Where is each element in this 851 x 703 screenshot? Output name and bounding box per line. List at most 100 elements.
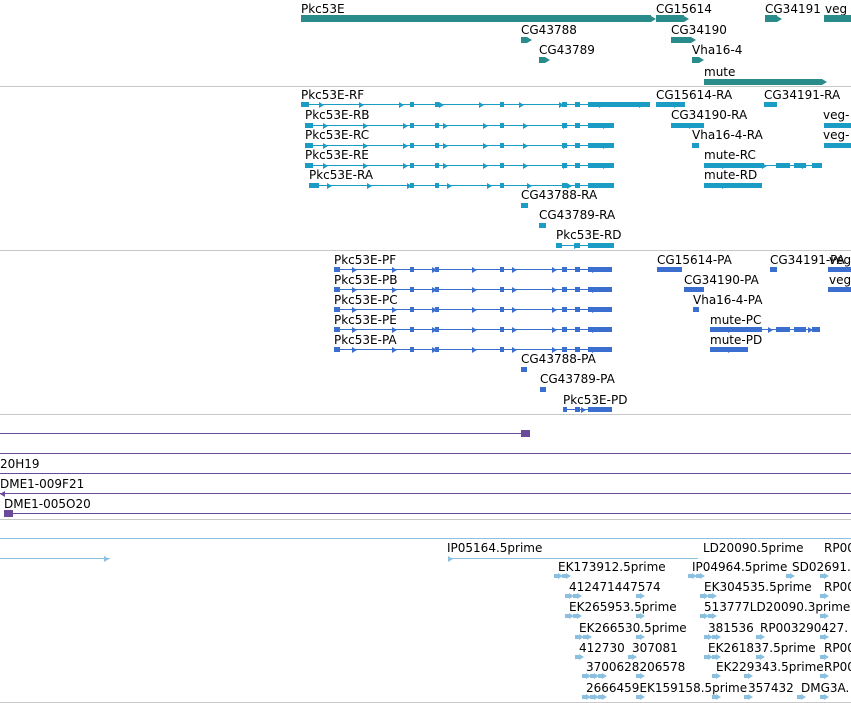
transcript-exon[interactable] xyxy=(435,102,439,107)
est-label[interactable]: RP003290427. xyxy=(760,621,849,635)
transcript-exon[interactable] xyxy=(588,102,604,107)
transcript-exon[interactable] xyxy=(588,163,614,168)
protein-exon[interactable] xyxy=(334,307,340,312)
protein-exon[interactable] xyxy=(588,407,612,412)
est-mark[interactable] xyxy=(786,574,790,578)
est-mark[interactable] xyxy=(575,635,579,639)
est-mark[interactable] xyxy=(562,574,566,578)
est-label[interactable]: IP04964.5prime xyxy=(692,560,788,574)
protein-exon[interactable] xyxy=(828,287,851,292)
est-mark[interactable] xyxy=(636,635,640,639)
transcript-exon[interactable] xyxy=(704,163,764,168)
protein-exon[interactable] xyxy=(776,327,790,332)
transcript-exon[interactable] xyxy=(656,102,685,107)
transcript-exon[interactable] xyxy=(500,123,504,128)
gene-label[interactable]: CG43789 xyxy=(539,43,595,57)
est-mark[interactable] xyxy=(820,614,824,618)
transcript-label[interactable]: mute-RD xyxy=(704,168,758,182)
transcript-exon[interactable] xyxy=(305,123,313,128)
gene-label[interactable]: CG34191 xyxy=(765,2,821,16)
transcript-exon[interactable] xyxy=(500,102,504,107)
gene-bar[interactable] xyxy=(692,57,699,63)
protein-label[interactable]: Pkc53E-PC xyxy=(334,293,398,307)
protein-exon[interactable] xyxy=(500,347,504,352)
gene-label[interactable]: veg xyxy=(825,2,848,16)
gene-label[interactable]: mute xyxy=(704,65,736,79)
gene-label[interactable]: Vha16-4 xyxy=(692,43,743,57)
transcript-label[interactable]: Pkc53E-RF xyxy=(301,88,365,102)
clone-label[interactable]: DME1-009F21 xyxy=(0,477,85,491)
transcript-exon[interactable] xyxy=(500,183,504,188)
transcript-exon[interactable] xyxy=(794,163,806,168)
est-label[interactable]: 513777LD20090.3prime xyxy=(704,600,851,614)
est-mark[interactable] xyxy=(820,674,824,678)
protein-label[interactable]: Vha16-4-PA xyxy=(693,293,763,307)
protein-label[interactable]: Pkc53E-PD xyxy=(563,393,628,407)
transcript-exon[interactable] xyxy=(692,143,699,148)
transcript-exon[interactable] xyxy=(521,203,528,208)
protein-exon[interactable] xyxy=(588,267,612,272)
est-mark[interactable] xyxy=(700,594,704,598)
est-label[interactable]: EK304535.5prime xyxy=(704,580,812,594)
transcript-exon[interactable] xyxy=(410,102,414,107)
protein-exon[interactable] xyxy=(500,287,504,292)
est-mark[interactable] xyxy=(575,655,579,659)
est-mark[interactable] xyxy=(708,594,712,598)
protein-exon[interactable] xyxy=(575,307,580,312)
est-label[interactable]: EK265953.5prime xyxy=(569,600,677,614)
est-label[interactable]: EK229343.5prime xyxy=(716,660,824,674)
gene-bar[interactable] xyxy=(824,15,851,22)
transcript-exon[interactable] xyxy=(556,243,562,248)
clone-label[interactable]: 20H19 xyxy=(0,457,40,471)
protein-exon[interactable] xyxy=(575,327,580,332)
est-mark[interactable] xyxy=(712,674,716,678)
protein-exon[interactable] xyxy=(575,407,580,412)
clone-line[interactable] xyxy=(0,433,530,434)
est-mark[interactable] xyxy=(820,695,824,699)
transcript-exon[interactable] xyxy=(562,183,567,188)
transcript-exon[interactable] xyxy=(500,163,504,168)
est-label[interactable]: IP05164.5prime xyxy=(447,541,543,555)
protein-exon[interactable] xyxy=(575,287,580,292)
transcript-label[interactable]: Pkc53E-RB xyxy=(305,108,370,122)
est-mark[interactable] xyxy=(756,635,760,639)
est-mark[interactable] xyxy=(598,695,602,699)
transcript-exon[interactable] xyxy=(575,163,580,168)
protein-exon[interactable] xyxy=(588,347,612,352)
protein-exon[interactable] xyxy=(435,267,439,272)
transcript-exon[interactable] xyxy=(435,123,439,128)
est-mark[interactable] xyxy=(636,614,640,618)
transcript-label[interactable]: Pkc53E-RA xyxy=(309,168,374,182)
est-mark[interactable] xyxy=(628,655,632,659)
gene-bar[interactable] xyxy=(539,57,545,63)
protein-exon[interactable] xyxy=(334,287,340,292)
protein-exon[interactable] xyxy=(435,307,439,312)
protein-exon[interactable] xyxy=(588,307,612,312)
protein-exon[interactable] xyxy=(710,327,762,332)
protein-label[interactable]: Pkc53E-PB xyxy=(334,273,398,287)
protein-exon[interactable] xyxy=(812,327,820,332)
protein-exon[interactable] xyxy=(410,307,414,312)
transcript-exon[interactable] xyxy=(410,143,414,148)
protein-exon[interactable] xyxy=(540,387,546,392)
est-label[interactable]: RP00 xyxy=(824,541,851,555)
est-mark[interactable] xyxy=(636,674,640,678)
clone-line[interactable] xyxy=(0,493,851,494)
protein-exon[interactable] xyxy=(500,267,504,272)
transcript-exon[interactable] xyxy=(435,163,439,168)
protein-exon[interactable] xyxy=(657,267,682,272)
est-label[interactable]: EK173912.5prime xyxy=(558,560,666,574)
est-line[interactable] xyxy=(0,558,110,559)
protein-exon[interactable] xyxy=(500,327,504,332)
protein-exon[interactable] xyxy=(562,327,567,332)
est-mark[interactable] xyxy=(820,655,824,659)
protein-exon[interactable] xyxy=(521,367,527,372)
est-mark[interactable] xyxy=(820,574,824,578)
protein-exon[interactable] xyxy=(828,267,851,272)
protein-exon[interactable] xyxy=(684,287,704,292)
est-label[interactable]: RP00 xyxy=(824,580,851,594)
gene-label[interactable]: CG43788 xyxy=(521,23,577,37)
est-mark[interactable] xyxy=(590,674,594,678)
transcript-exon[interactable] xyxy=(824,143,851,148)
protein-label[interactable]: Pkc53E-PE xyxy=(334,313,397,327)
